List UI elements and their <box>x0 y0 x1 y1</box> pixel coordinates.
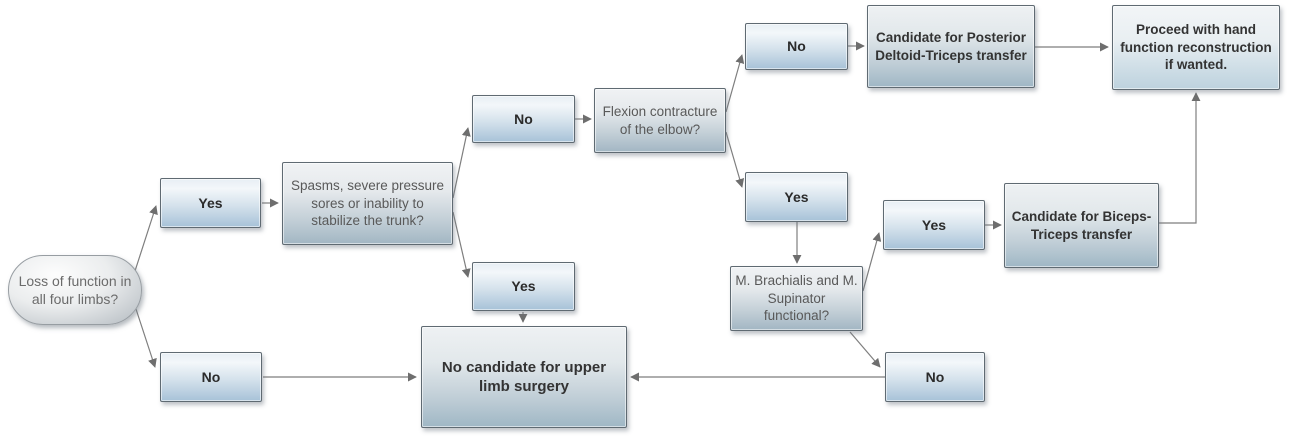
node-no-candidate-surgery: No candidate for upper limb surgery <box>421 326 627 428</box>
connector-spasms-yes2 <box>452 211 471 278</box>
node-spasms-question: Spasms, severe pressure sores or inabili… <box>282 162 453 245</box>
connector-brach-yes4 <box>862 232 882 292</box>
node-no-branch-1: No <box>160 352 262 402</box>
node-yes-branch-2: Yes <box>472 262 575 311</box>
node-candidate-posterior-deltoid-triceps: Candidate for Posterior Deltoid-Triceps … <box>867 5 1035 88</box>
node-candidate-biceps-triceps: Candidate for Biceps-Triceps transfer <box>1004 183 1159 268</box>
connector-brach-no4 <box>849 331 881 368</box>
node-no-branch-2: No <box>472 95 575 143</box>
connector-flexion-yes3 <box>725 131 745 188</box>
node-yes-branch-1: Yes <box>160 178 261 228</box>
node-yes-branch-3: Yes <box>745 172 848 222</box>
node-start-oval: Loss of function in all four limbs? <box>8 255 142 325</box>
node-yes-branch-4: Yes <box>883 200 985 250</box>
connector-spasms-no2 <box>452 127 471 199</box>
connector-start-yes1 <box>134 205 158 272</box>
connector-start-no1 <box>134 305 157 368</box>
node-flexion-question: Flexion contracture of the elbow? <box>594 88 726 153</box>
connector-candbt-proceed <box>1159 92 1201 224</box>
node-proceed-hand-reconstruction: Proceed with hand function reconstructio… <box>1112 5 1280 90</box>
connector-flexion-no3 <box>725 54 745 113</box>
node-no-branch-4: No <box>885 352 985 402</box>
node-no-branch-3: No <box>745 23 848 70</box>
node-brachialis-supinator-question: M. Brachialis and M. Supinator functiona… <box>730 266 863 331</box>
